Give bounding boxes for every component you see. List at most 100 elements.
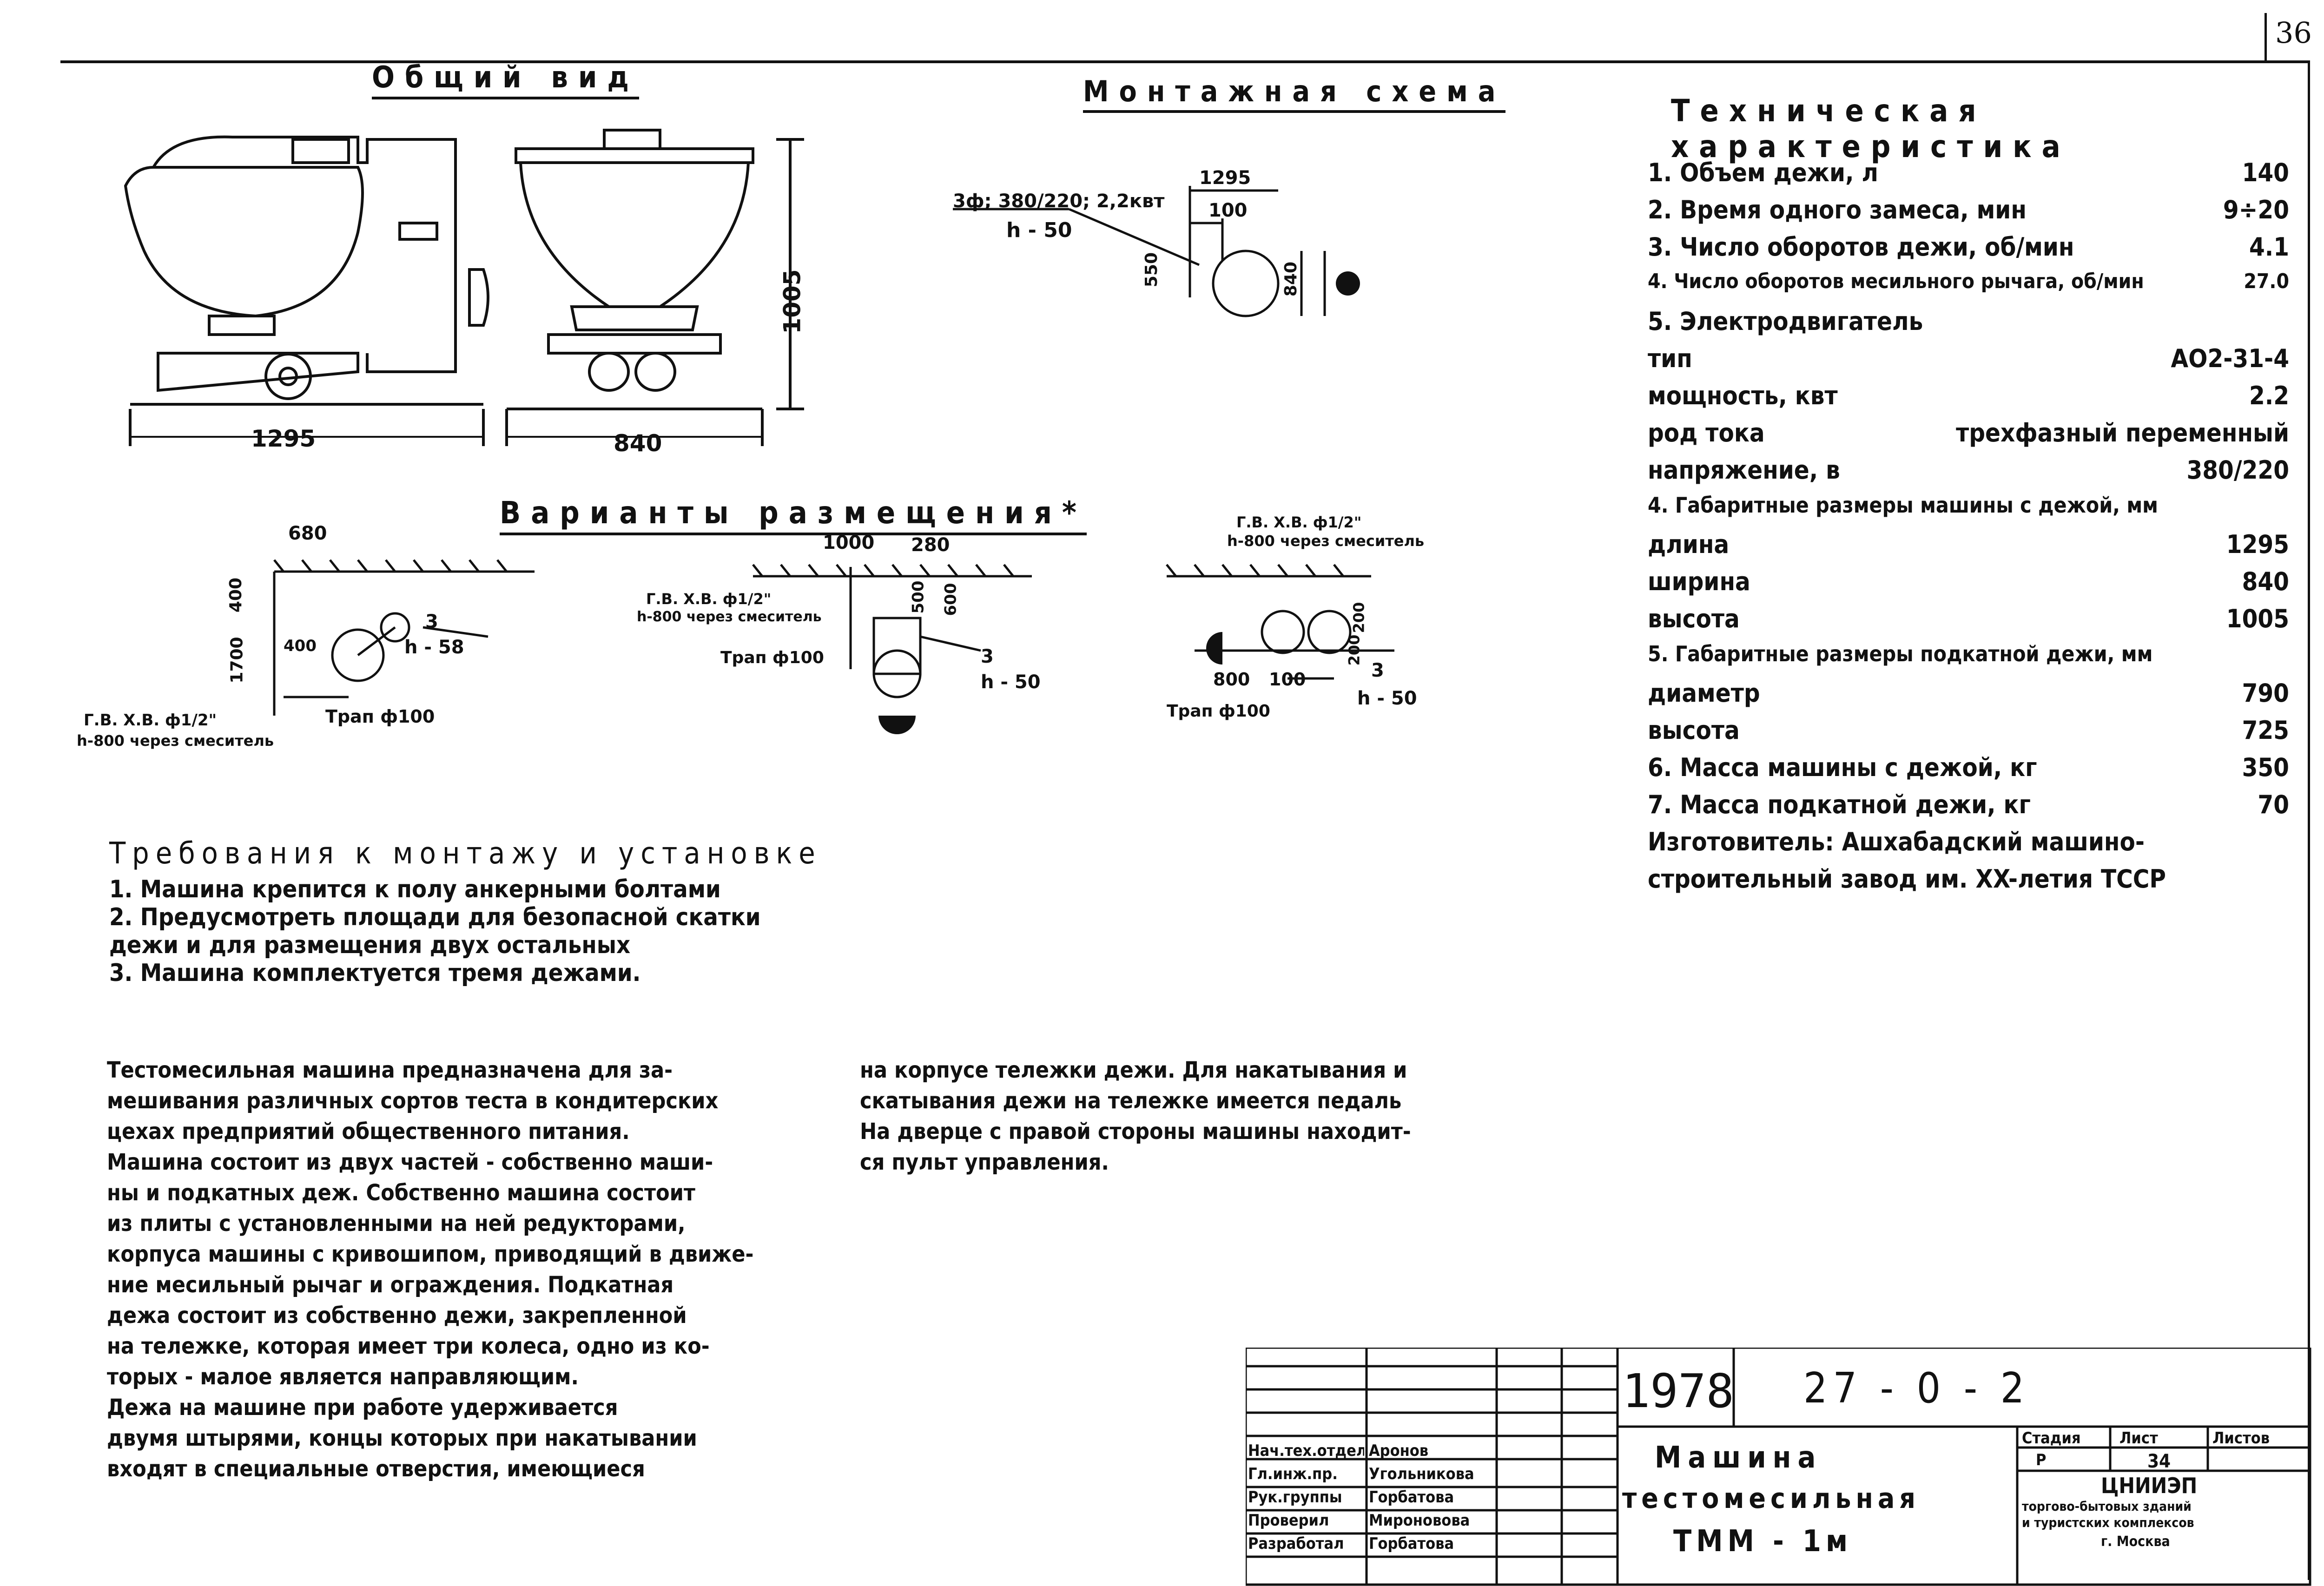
v3-label-3: 3 [1371,660,1384,681]
mounting-scheme-drawing [953,186,1360,317]
requirement-line: 3. Машина комплектуется тремя дежами. [109,959,641,987]
placement-variants-drawing [273,559,1394,734]
v3-dim-100: 100 [1269,669,1306,690]
v2-dim-500: 500 [909,580,928,614]
description-line: входят в специальные отверстия, имеющиес… [107,1456,645,1482]
description-line: дежа состоит из собственно дежи, закрепл… [107,1303,687,1329]
v2-caption-2: h-800 через смеситель [637,609,822,625]
description-line: Машина состоит из двух частей - собствен… [107,1149,713,1175]
title-block-sheet: 34 [2147,1451,2171,1472]
title-block-person: Мироновова [1369,1511,1470,1530]
description-line: корпуса машины с кривошипом, приводящий … [107,1241,754,1267]
description-line: На дверце с правой стороны машины находи… [860,1119,1411,1145]
description-line: Дежа на машине при работе удерживается [107,1395,618,1421]
title-block-name-1: Машина [1655,1441,1822,1475]
v3-dim-200a: 200 [1350,602,1368,633]
v2-label-h: h - 50 [981,671,1041,693]
mounting-dim-550: 550 [1142,252,1162,288]
general-view-width-dim: 840 [614,430,662,457]
spec-row: 4. Число оборотов месильного рычага, об/… [1648,270,2289,293]
requirements-title: Требования к монтажу и установке [109,836,822,871]
v3-label-h: h - 50 [1357,688,1417,709]
mounting-dim-840: 840 [1281,261,1301,297]
description-line: Тестомесильная машина предназначена для … [107,1057,673,1083]
v2-drain: Трап ф100 [720,648,824,667]
top-border [60,60,2310,63]
v2-dim-600: 600 [941,583,960,616]
title-block-stage: Р [2036,1451,2047,1469]
description-line: на корпусе тележки дежи. Для накатывания… [860,1057,1407,1083]
description-column-1: Тестомесильная машина предназначена для … [107,1055,851,1484]
v2-dim-1000: 1000 [823,532,875,553]
spec-row: 5. Электродвигатель [1648,307,1923,336]
title-block-person: Угольникова [1369,1465,1474,1483]
v3-caption-1: Г.В. Х.В. ф1/2" [1236,513,1362,531]
description-line: мешивания различных сортов теста в конди… [107,1088,719,1114]
title-block-sheets-label: Листов [2212,1429,2270,1448]
v3-drain: Трап ф100 [1167,702,1270,721]
requirement-line: дежи и для размещения двух остальных [109,931,631,959]
description-line: ны и подкатных деж. Собственно машина со… [107,1180,695,1206]
v2-dim-280: 280 [911,534,950,556]
v1-label-h: h - 58 [404,637,464,658]
requirement-line: 1. Машина крепится к полу анкерными болт… [109,875,721,903]
title-block-role: Гл.инж.пр. [1248,1465,1338,1483]
description-line: ся пульт управления. [860,1149,1109,1175]
spec-row: строительный завод им. XX-летия ТССР [1648,864,2166,894]
v2-caption-1: Г.В. Х.В. ф1/2" [646,590,772,608]
description-line: на тележке, которая имеет три колеса, од… [107,1333,710,1359]
spec-row: 4. Габаритные размеры машины с дежой, мм [1648,493,2159,518]
v3-dim-200b: 200 [1345,634,1363,666]
description-line: скатывания дежи на тележке имеется педал… [860,1088,1402,1114]
v1-caption-1: Г.В. Х.В. ф1/2" [84,711,217,730]
title-block-role: Нач.тех.отдела [1248,1441,1364,1460]
title-block-org-4: г. Москва [2101,1533,2170,1550]
description-line: ние месильный рычаг и ограждения. Подкат… [107,1272,674,1298]
technical-specs-title: Техническая характеристика [1671,93,2071,165]
v3-caption-2: h-800 через смеситель [1227,532,1425,550]
v1-dim-inner: 400 [284,637,317,655]
page-number: 36 [2275,16,2312,50]
v1-drain: Трап ф100 [325,706,435,727]
description-line: цехах предприятий общественного питания. [107,1119,630,1145]
v1-dim-side: 400 [226,577,246,613]
v3-dim-800: 800 [1213,669,1250,690]
v1-label-3: 3 [425,611,438,632]
mounting-dim-1295: 1295 [1199,167,1251,189]
title-block-name-2: тестомесильная [1622,1482,1920,1515]
title-block-person: Горбатова [1369,1488,1454,1507]
description-line: двумя штырями, концы которых при накатыв… [107,1425,697,1451]
title-block-role: Проверил [1248,1511,1329,1530]
placement-variants-title: Варианты размещения* [500,495,1087,535]
v1-dim-top: 680 [288,523,327,544]
title-block-year: 1978 [1622,1364,1734,1418]
v1-caption-2: h-800 через смеситель [77,732,274,750]
title-block-role: Рук.группы [1248,1488,1342,1507]
description-line: торых - малое является направляющим. [107,1364,579,1390]
general-view-title: Общий вид [372,60,639,99]
title-block-grid [1246,1348,2311,1586]
description-column-2: на корпусе тележки дежи. Для накатывания… [860,1055,1650,1178]
title-block-org-1: ЦНИИЭП [2101,1473,2198,1498]
spec-row: 5. Габаритные размеры подкатной дежи, мм [1648,641,2153,666]
page-number-divider [2265,13,2267,63]
right-border [2308,60,2310,1580]
title-block-person: Горбатова [1369,1534,1454,1553]
general-view-drawing [124,129,804,446]
title-block-org-2: торгово-бытовых зданий [2022,1499,2192,1514]
mounting-dim-100: 100 [1208,200,1248,221]
title-block-org-3: и туристских комплексов [2022,1515,2194,1530]
v2-label-3: 3 [981,646,994,667]
